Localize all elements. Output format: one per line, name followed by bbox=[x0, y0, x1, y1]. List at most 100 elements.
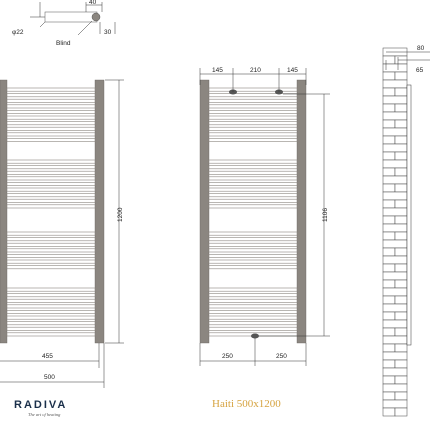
brick bbox=[394, 391, 408, 401]
outer-width-label: 500 bbox=[44, 374, 55, 381]
brick bbox=[382, 303, 408, 313]
towel-rail bbox=[208, 170, 298, 175]
towel-rail bbox=[6, 115, 96, 120]
brick bbox=[382, 127, 408, 137]
towel-rail bbox=[6, 315, 96, 320]
brick bbox=[382, 191, 408, 201]
top-dim-left: 145 bbox=[212, 67, 223, 74]
brick bbox=[382, 79, 408, 89]
brick bbox=[382, 351, 408, 361]
product-title: Haiti 500x1200 bbox=[212, 398, 281, 410]
towel-rail bbox=[208, 132, 298, 137]
brick bbox=[394, 135, 408, 145]
towel-rail bbox=[208, 231, 298, 236]
towel-rail bbox=[6, 104, 96, 109]
towel-rail bbox=[6, 193, 96, 198]
towel-rail bbox=[208, 326, 298, 331]
towel-rail bbox=[208, 110, 298, 114]
brick bbox=[394, 279, 408, 289]
top-dim-middle: 210 bbox=[250, 67, 261, 74]
towel-rail bbox=[208, 259, 298, 264]
towel-rail bbox=[6, 159, 96, 164]
brick bbox=[382, 231, 396, 241]
wall-dim-65: 65 bbox=[416, 67, 424, 74]
towel-rail bbox=[208, 204, 298, 209]
towel-rail bbox=[6, 293, 96, 298]
towel-rail bbox=[208, 176, 298, 181]
dim-30-label: 30 bbox=[104, 29, 112, 36]
brick bbox=[394, 263, 408, 273]
towel-rail bbox=[208, 254, 298, 258]
towel-rail bbox=[208, 98, 298, 103]
brick bbox=[394, 343, 408, 353]
wall-section: 80 65 bbox=[382, 45, 430, 417]
towel-rail bbox=[208, 193, 298, 198]
towel-rail bbox=[6, 304, 96, 309]
brick bbox=[394, 215, 408, 225]
towel-rail bbox=[208, 87, 298, 92]
towel-rail bbox=[6, 87, 96, 92]
brick bbox=[394, 231, 408, 241]
towel-rail bbox=[208, 159, 298, 164]
towel-rail bbox=[6, 287, 96, 292]
brick bbox=[382, 383, 408, 393]
brick bbox=[382, 199, 396, 209]
brick bbox=[382, 183, 396, 193]
rear-rails bbox=[208, 87, 298, 337]
brick bbox=[394, 151, 408, 161]
brand-block: RADIVA The art of heating bbox=[14, 399, 65, 417]
brick bbox=[382, 319, 408, 329]
towel-rail bbox=[208, 187, 298, 192]
towel-rail bbox=[6, 121, 96, 126]
towel-rail bbox=[6, 132, 96, 137]
brick bbox=[382, 151, 396, 161]
brick bbox=[382, 327, 396, 337]
brick bbox=[382, 71, 396, 81]
brick bbox=[394, 167, 408, 177]
towel-rail bbox=[6, 237, 96, 242]
towel-rail bbox=[6, 187, 96, 192]
towel-rail bbox=[208, 115, 298, 120]
towel-rail bbox=[6, 182, 96, 186]
brick bbox=[394, 311, 408, 321]
towel-rail bbox=[6, 248, 96, 253]
brick bbox=[382, 311, 396, 321]
inner-width-label: 455 bbox=[42, 353, 53, 360]
brick bbox=[382, 55, 396, 65]
brand-tagline: The art of heating bbox=[28, 412, 61, 417]
height-dim-label: 1200 bbox=[117, 207, 124, 222]
towel-rail bbox=[6, 332, 96, 337]
towel-rail bbox=[208, 321, 298, 326]
radiator-side-profile bbox=[406, 84, 412, 346]
towel-rail bbox=[208, 265, 298, 270]
towel-rail bbox=[6, 165, 96, 170]
towel-rail bbox=[208, 287, 298, 292]
towel-rail bbox=[208, 182, 298, 186]
bottom-dim-left: 250 bbox=[222, 353, 233, 360]
towel-rail bbox=[6, 242, 96, 247]
towel-rail bbox=[6, 310, 96, 314]
brick bbox=[382, 247, 396, 257]
front-view: 1200 455 500 bbox=[0, 79, 124, 388]
brick bbox=[382, 223, 408, 233]
brick bbox=[382, 215, 396, 225]
brick bbox=[382, 63, 408, 73]
right-post bbox=[94, 79, 105, 344]
towel-rail bbox=[208, 304, 298, 309]
left-post bbox=[0, 79, 8, 344]
towel-rail bbox=[208, 248, 298, 253]
towel-rail bbox=[208, 93, 298, 98]
brick bbox=[382, 271, 408, 281]
brick bbox=[394, 87, 408, 97]
brick bbox=[394, 119, 408, 129]
towel-rail bbox=[6, 170, 96, 175]
rear-right-post bbox=[296, 79, 307, 344]
brick bbox=[382, 255, 408, 265]
rear-view: 145 210 145 1106 250 250 bbox=[199, 67, 330, 366]
brick bbox=[382, 335, 408, 345]
blind-plug-icon bbox=[91, 12, 101, 22]
towel-rail bbox=[208, 138, 298, 142]
towel-rail bbox=[6, 298, 96, 303]
